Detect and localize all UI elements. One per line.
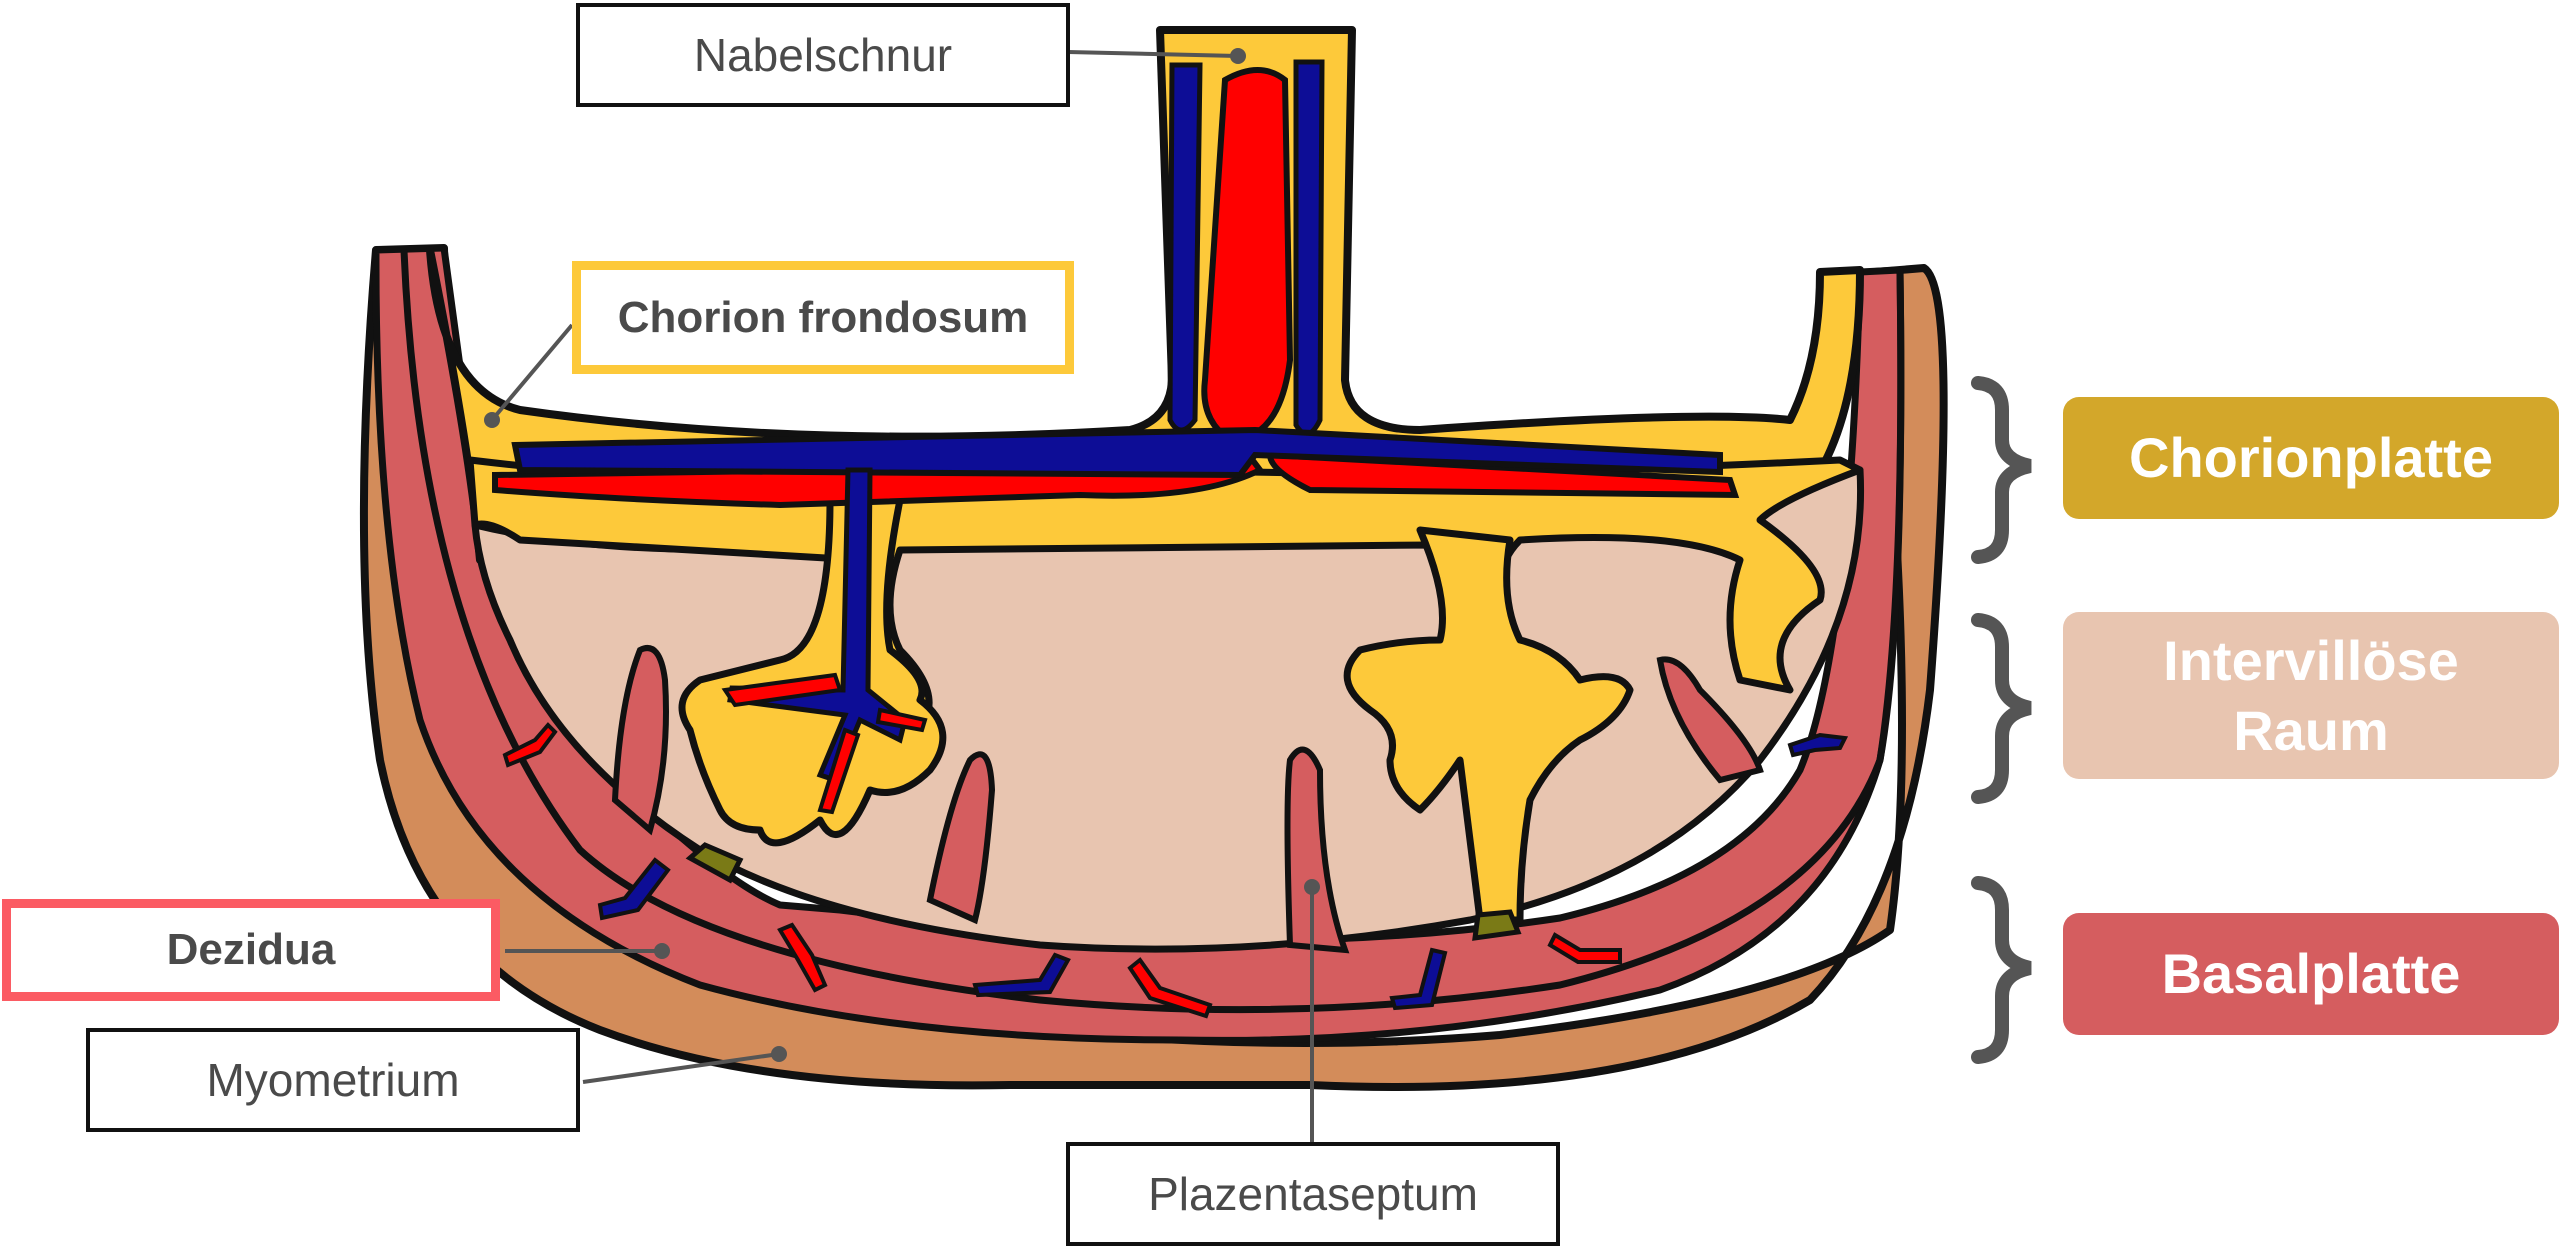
umbilical-vein-left bbox=[1167, 62, 1203, 433]
brace-basalplatte-icon bbox=[1971, 876, 2032, 1064]
chorionic-artery-right bbox=[1266, 451, 1740, 499]
basalplatte-box: Basalplatte bbox=[2063, 913, 2559, 1035]
myometrium-inner-line bbox=[400, 249, 1905, 1014]
anchoring-villus-left bbox=[685, 842, 744, 884]
septum-center-left bbox=[926, 751, 996, 925]
myometrium-label: Myometrium bbox=[86, 1028, 580, 1132]
intervilloese-raum-text-line1: Intervillöse bbox=[2163, 628, 2459, 692]
maternal-vessels bbox=[502, 722, 1849, 1019]
brace-intervillous-icon bbox=[1971, 613, 2032, 804]
nabelschnur-label: Nabelschnur bbox=[576, 3, 1070, 107]
leader-lines bbox=[490, 50, 1314, 1145]
chorionic-vein bbox=[511, 426, 1723, 479]
intervilloese-raum-box: Intervillöse Raum bbox=[2063, 612, 2559, 779]
leader-dots bbox=[484, 48, 1320, 1062]
chorionplatte-text: Chorionplatte bbox=[2129, 426, 2493, 489]
left-villous-tree bbox=[678, 496, 947, 847]
anchoring-villus-right bbox=[1472, 909, 1522, 941]
umbilical-artery bbox=[1201, 67, 1294, 444]
chorionplatte-box: Chorionplatte bbox=[2063, 397, 2559, 519]
umbilical-vein-right bbox=[1293, 59, 1325, 437]
stem-artery-branches bbox=[721, 672, 928, 815]
brace-chorionplatte-icon bbox=[1971, 376, 2032, 564]
septum-right bbox=[1656, 656, 1764, 784]
chorionic-artery-left bbox=[492, 446, 1265, 509]
dezidua-label: Dezidua bbox=[2, 899, 500, 1001]
brace-icons bbox=[1971, 376, 2032, 1064]
right-villous-tree bbox=[1343, 526, 1634, 924]
plazentaseptum-label: Plazentaseptum bbox=[1066, 1142, 1560, 1246]
septum-left bbox=[611, 645, 669, 836]
basalplatte-text: Basalplatte bbox=[2161, 942, 2461, 1005]
intervilloese-raum-text-line2: Raum bbox=[2233, 698, 2389, 762]
septum-center bbox=[1284, 746, 1350, 954]
chorion-frondosum-label: Chorion frondosum bbox=[572, 261, 1074, 374]
